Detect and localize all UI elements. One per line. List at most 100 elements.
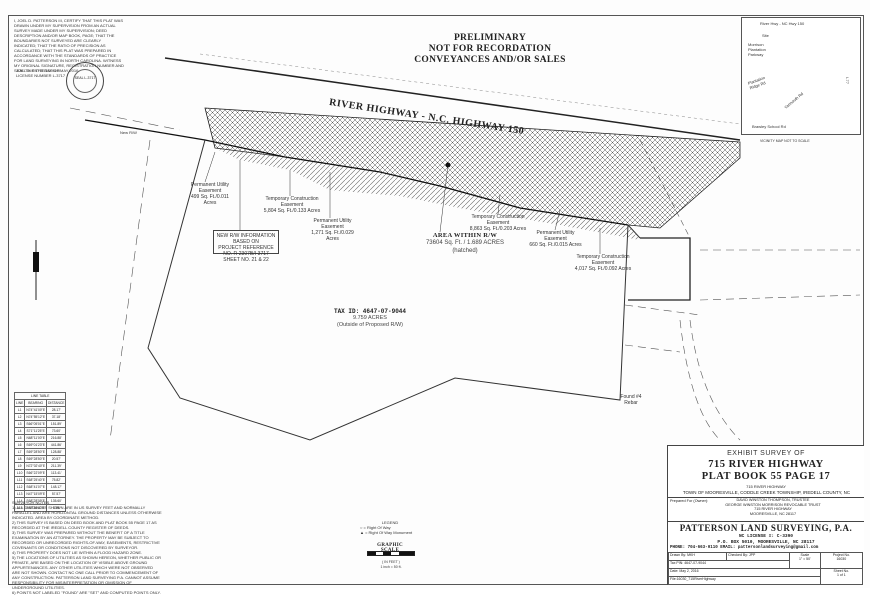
table-cell: 128.88' — [46, 448, 67, 456]
table-cell: L13 — [13, 490, 26, 498]
prepared-for-label: Prepared For (Owner): — [670, 499, 709, 503]
signer-line: JOEL D. PATTERSON III — [16, 68, 61, 73]
title-township: TOWN OF MOORESVILLE, CODDLE CREEK TOWNSH… — [682, 490, 851, 495]
seal-inner: SEAL L-3717 — [73, 69, 97, 93]
owner-info: DAVID WINSTON THOMPSON, TRUSTEE GEORGE W… — [725, 498, 821, 516]
title-block: EXHIBIT SURVEY OF 715 RIVER HIGHWAY PLAT… — [667, 445, 864, 585]
line-table-header: BEARING — [24, 399, 48, 407]
surveyor-certification: I, JOEL D. PATTERSON III, CERTIFY THAT T… — [14, 18, 124, 73]
table-cell: L10 — [13, 469, 26, 477]
company-name: PATTERSON LAND SURVEYING, P.A. — [679, 523, 853, 533]
table-cell: L9 — [13, 462, 26, 470]
callout-perm-utility-3: Permanent Utility Easement 660 Sq. Ft./0… — [529, 230, 582, 248]
table-cell: S68°25'40"E — [24, 476, 48, 484]
parcel-note: (Outside of Proposed R/W) — [336, 322, 404, 328]
graphic-scale-units: ( IN FEET ) 1 inch = 50 ft. — [380, 560, 402, 569]
drawn-by: Drawn By: MKH — [667, 552, 728, 561]
area-within-rw: AREA WITHIN R/W 73604 Sq. Ft. / 1.689 AC… — [410, 232, 520, 255]
surveyor-notes: 1) ALL DISTANCES SHOWN ARE IN US SURVEY … — [12, 505, 162, 595]
table-cell: L8 — [13, 455, 26, 463]
table-cell: S66°22'09"E — [24, 469, 48, 477]
project-cell: Project No.16030 — [819, 552, 864, 569]
license-line: LICENSE NUMBER L-3717 — [16, 73, 66, 78]
table-cell: 75.82' — [46, 476, 67, 484]
table-cell: S69°28'50"E — [24, 448, 48, 456]
table-cell: S69°01'23"E — [24, 441, 48, 449]
table-cell: L7 — [13, 448, 26, 456]
title-heading-address: 715 RIVER HIGHWAY — [708, 459, 824, 470]
rw-monument-icon: ▲ — [360, 530, 366, 535]
legend-title: LEGEND — [381, 520, 399, 525]
table-cell: N47°15'09"E — [24, 490, 48, 498]
table-cell: L11 — [13, 476, 26, 484]
table-cell: 135.60' — [46, 497, 67, 505]
table-cell: N72°02'40"E — [24, 462, 48, 470]
table-cell: 216.88' — [46, 434, 67, 442]
table-cell: L6 — [13, 441, 26, 449]
table-cell: L1 — [13, 406, 26, 414]
table-cell: L2 — [13, 413, 26, 421]
table-cell: 148.17' — [46, 483, 67, 491]
table-cell: 441.86' — [46, 441, 67, 449]
vicinity-caption: VICINITY MAP NOT TO SCALE — [760, 139, 810, 143]
vicinity-parkway: Morrison Plantation Parkway — [748, 42, 766, 57]
callout-perm-utility-2: Permanent Utility Easement 1,271 Sq. Ft.… — [311, 218, 354, 242]
area-value: 73604 Sq. Ft. / 1.689 ACRES — [425, 240, 505, 246]
vicinity-ridge: Plantation Ridge Rd — [747, 75, 767, 91]
table-cell: L12 — [13, 483, 26, 491]
sheet-border — [8, 15, 864, 585]
line-table-header: LINE — [13, 399, 26, 407]
table-cell: L3 — [13, 420, 26, 428]
vicinity-rd2: Yarmouth Rd — [783, 91, 805, 110]
new-rw-info-box: NEW R/W INFORMATION BASED ON PROJECT REF… — [213, 230, 279, 263]
parcel-info: TAX ID: 4647-07-9044 9.759 ACRES (Outsid… — [310, 308, 430, 329]
table-cell: S68°41'07"E — [24, 483, 48, 491]
professional-seal: SEAL L-3717 — [66, 62, 104, 100]
survey-date: Date: May 2, 2016 — [668, 568, 821, 577]
callout-temp-construction-1: Temporary Construction Easement 5,804 Sq… — [263, 196, 321, 214]
table-cell: N74°41'00"E — [24, 406, 48, 414]
line-table-header: DISTANCE — [46, 399, 67, 407]
area-title: AREA WITHIN R/W — [432, 232, 498, 239]
table-cell: L15 — [13, 504, 26, 512]
vicinity-site: Site — [762, 33, 769, 38]
table-cell: 20.57' — [46, 455, 67, 463]
callout-temp-construction-3: Temporary Construction Easement 4,017 Sq… — [574, 254, 632, 272]
parcel-acres: 9.759 ACRES — [353, 315, 387, 321]
callout-found-iron: Found #4 Rebar — [620, 394, 642, 406]
sheet-cell: Sheet No.1 of 1 — [819, 568, 864, 585]
table-cell: 211.39' — [46, 462, 67, 470]
legend: LEGEND ○ = Right Of Way ▲ = Right Of Way… — [360, 520, 420, 535]
graphic-scale-title: GRAPHIC SCALE — [377, 543, 403, 553]
table-cell: S69°28'50"E — [24, 455, 48, 463]
legend-item: ▲ = Right Of Way Monument — [360, 530, 413, 535]
divider — [668, 497, 864, 498]
table-cell: 28.17' — [46, 406, 67, 414]
legend-item: ○ = Right Of Way — [360, 525, 391, 530]
preliminary-notice: PRELIMINARY NOT FOR RECORDATION CONVEYAN… — [414, 33, 566, 65]
table-cell: L5 — [13, 434, 26, 442]
callout-perm-utility-1: Permanent Utility Easement 499 Sq. Ft./0… — [190, 182, 230, 206]
table-cell: N74°55'12"E — [24, 413, 48, 421]
callout-temp-construction-2: Temporary Construction Easement 8,863 Sq… — [469, 214, 527, 232]
vicinity-interstate: I-77 — [844, 77, 850, 84]
company-license: NC LICENSE #: C-3390 P.O. BOX 5010, MOOR… — [717, 534, 815, 545]
table-cell: S66°05'01"E — [24, 420, 48, 428]
table-cell: 73.60' — [46, 427, 67, 435]
tax-pin: Tax PIN: 4647-07-9044 — [668, 560, 790, 569]
table-cell: N68°11'00"E — [24, 434, 48, 442]
